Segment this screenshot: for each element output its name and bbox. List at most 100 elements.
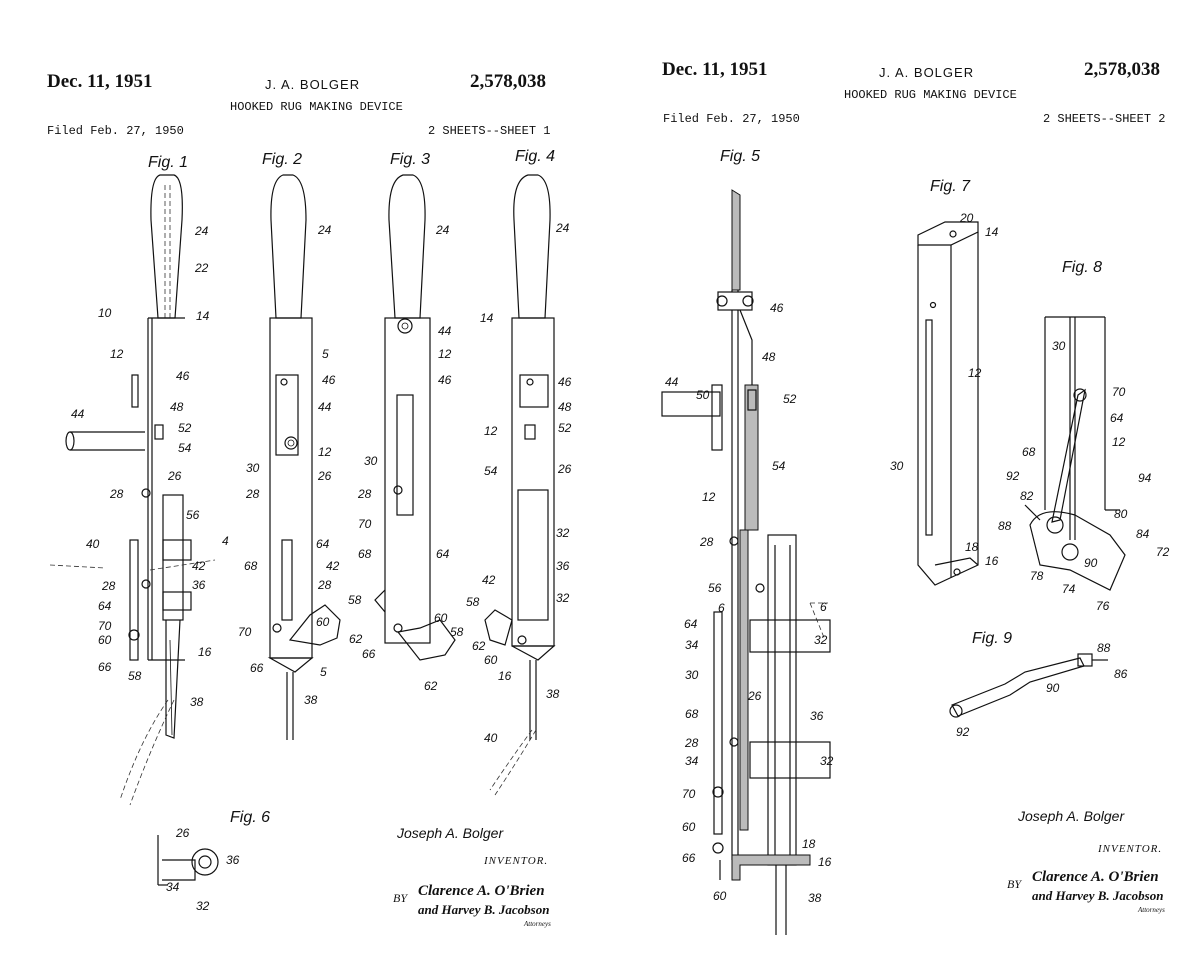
reference-numeral: 70: [98, 619, 112, 633]
reference-numeral: 70: [358, 517, 372, 531]
reference-numeral: 6: [718, 601, 725, 615]
sheet-date: Dec. 11, 1951: [47, 71, 153, 92]
reference-numeral: 70: [1112, 385, 1126, 399]
reference-numeral: 26: [317, 469, 332, 483]
reference-numeral: 54: [772, 459, 786, 473]
handle-24: [150, 174, 183, 319]
reference-numeral: 22: [194, 261, 209, 275]
attorney-signature: Clarence A. O'Brien: [418, 883, 545, 899]
fig-9-title: Fig. 9: [972, 630, 1012, 647]
reference-numeral: 62: [472, 639, 486, 653]
reference-numeral: 36: [810, 709, 824, 723]
reference-numeral: 28: [109, 487, 124, 501]
figure-7: Fig. 7 20 14 12 30 18 16: [890, 178, 999, 586]
reference-numeral: 68: [358, 547, 372, 561]
reference-numeral: 64: [684, 617, 698, 631]
patent-title: HOOKED RUG MAKING DEVICE: [844, 88, 1017, 102]
reference-numeral: 20: [959, 211, 974, 225]
inventor-signature: Joseph A. Bolger: [397, 825, 504, 841]
reference-numeral: 66: [682, 851, 696, 865]
reference-numeral: 28: [101, 579, 116, 593]
reference-numeral: 64: [98, 599, 112, 613]
reference-numeral: 60: [434, 611, 448, 625]
fig-4-title: Fig. 4: [515, 148, 555, 165]
fig-3-title: Fig. 3: [390, 151, 430, 168]
reference-numeral: 42: [192, 559, 206, 573]
reference-numeral: 16: [985, 554, 999, 568]
figure-2: Fig. 2 24 5 46 44 12 30 26 28 64 68: [238, 151, 363, 740]
reference-numeral: 56: [186, 508, 200, 522]
reference-numeral: 44: [71, 407, 85, 421]
reference-numeral: 60: [713, 889, 727, 903]
reference-numeral: 62: [349, 632, 363, 646]
reference-numeral: 28: [699, 535, 714, 549]
reference-numeral: 5: [320, 665, 327, 679]
reference-numeral: 58: [348, 593, 362, 607]
reference-numeral: 14: [480, 311, 494, 325]
reference-numeral: 38: [190, 695, 204, 709]
reference-numeral: 48: [170, 400, 184, 414]
reference-numeral: 32: [820, 754, 834, 768]
reference-numeral: 88: [1097, 641, 1111, 655]
reference-numeral: 64: [316, 537, 330, 551]
reference-numeral: 70: [682, 787, 696, 801]
reference-numeral: 24: [317, 223, 332, 237]
reference-numeral: 42: [482, 573, 496, 587]
figure-5: Fig. 5 46: [661, 148, 834, 935]
fig-7-title: Fig. 7: [930, 178, 971, 195]
reference-numeral: 44: [665, 375, 679, 389]
reference-numeral: 50: [696, 388, 710, 402]
reference-numeral: 52: [558, 421, 572, 435]
reference-numeral: 36: [192, 578, 206, 592]
reference-numeral: 40: [484, 731, 498, 745]
sheet-label: 2 SHEETS--SHEET 2: [1043, 112, 1166, 126]
patent-number: 2,578,038: [470, 71, 546, 92]
filed-date: Filed Feb. 27, 1950: [663, 112, 800, 126]
reference-numeral: 12: [702, 490, 716, 504]
reference-numeral: 28: [357, 487, 372, 501]
reference-numeral: 60: [682, 820, 696, 834]
reference-numeral: 72: [1156, 545, 1170, 559]
attorney-signature: Clarence A. O'Brien: [1032, 869, 1159, 885]
inventor-signature: Joseph A. Bolger: [1018, 808, 1125, 824]
fig-2-title: Fig. 2: [262, 151, 302, 168]
reference-numeral: 12: [438, 347, 452, 361]
reference-numeral: 68: [1022, 445, 1036, 459]
reference-numeral: 58: [450, 625, 464, 639]
reference-numeral: 48: [558, 400, 572, 414]
reference-numeral: 26: [557, 462, 572, 476]
reference-numeral: 40: [86, 537, 100, 551]
sheet-label: 2 SHEETS--SHEET 1: [428, 124, 551, 138]
reference-numeral: 42: [326, 559, 340, 573]
reference-numeral: 14: [985, 225, 999, 239]
reference-numeral: 76: [1096, 599, 1110, 613]
reference-numeral: 46: [558, 375, 572, 389]
attorney-signature-2: and Harvey B. Jacobson: [1032, 888, 1164, 903]
reference-numeral: 66: [362, 647, 376, 661]
reference-numeral: 12: [968, 366, 982, 380]
reference-numeral: 38: [546, 687, 560, 701]
fig-6-title: Fig. 6: [230, 809, 270, 826]
reference-numeral: 46: [770, 301, 784, 315]
reference-numeral: 88: [998, 519, 1012, 533]
reference-numeral: 68: [244, 559, 258, 573]
reference-numeral: 34: [685, 754, 699, 768]
reference-numeral: 68: [685, 707, 699, 721]
reference-numeral: 12: [110, 347, 124, 361]
reference-numeral: 92: [1006, 469, 1020, 483]
reference-numeral: 90: [1084, 556, 1098, 570]
figure-6: Fig. 6 26 36 34 32: [157, 809, 270, 913]
reference-numeral: 90: [1046, 681, 1060, 695]
reference-numeral: 30: [364, 454, 378, 468]
reference-numeral: 94: [1138, 471, 1152, 485]
reference-numeral: 58: [128, 669, 142, 683]
reference-numeral: 52: [178, 421, 192, 435]
reference-numeral: 78: [1030, 569, 1044, 583]
reference-numeral: 16: [198, 645, 212, 659]
fig-1-title: Fig. 1: [148, 154, 188, 171]
reference-numeral: 54: [178, 441, 192, 455]
reference-numeral: 12: [1112, 435, 1126, 449]
inventor-label: INVENTOR.: [484, 855, 549, 867]
reference-numeral: 30: [246, 461, 260, 475]
fig-5-title: Fig. 5: [720, 148, 760, 165]
